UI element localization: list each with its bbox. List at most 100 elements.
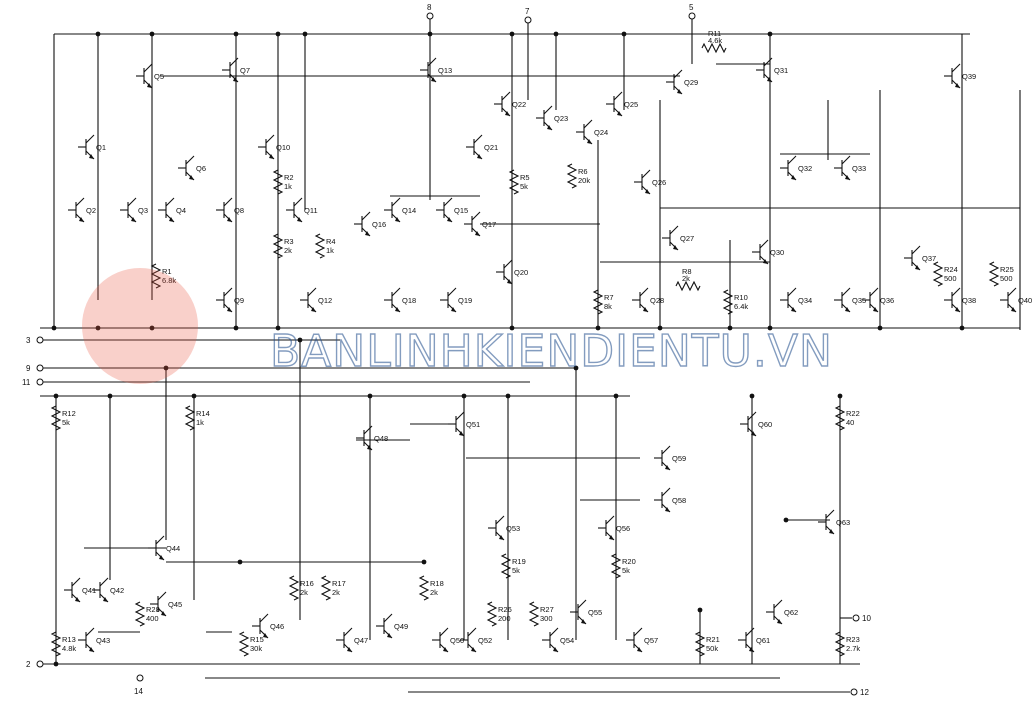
transistor-q52: Q52 <box>460 627 492 653</box>
transistor-label: Q16 <box>372 220 386 229</box>
transistor-q34: Q34 <box>780 287 812 313</box>
junction-dot <box>51 325 57 331</box>
transistor-q38: Q38 <box>944 287 976 313</box>
transistor-q49: Q49 <box>376 613 408 639</box>
pin-8-label: 8 <box>427 3 432 12</box>
junction-dot <box>427 31 433 37</box>
resistor-id: R19 <box>512 557 526 566</box>
resistor-id: R10 <box>734 293 748 302</box>
transistor-q36: Q36 <box>862 287 894 313</box>
junction-dot <box>509 325 515 331</box>
transistor-label: Q32 <box>798 164 812 173</box>
transistor-label: Q55 <box>588 608 602 617</box>
resistor-id: R23 <box>846 635 860 644</box>
junction-dot <box>553 31 559 37</box>
transistor-label: Q52 <box>478 636 492 645</box>
transistor-label: Q40 <box>1018 296 1032 305</box>
junction-dot <box>509 31 515 37</box>
transistor-q10: Q10 <box>258 134 290 160</box>
resistor-id: R16 <box>300 579 314 588</box>
transistor-q21: Q21 <box>466 134 498 160</box>
transistor-q22: Q22 <box>494 91 526 117</box>
transistor-q44: Q44 <box>148 535 180 561</box>
transistor-label: Q38 <box>962 296 976 305</box>
transistor-label: Q36 <box>880 296 894 305</box>
transistor-q60: Q60 <box>740 411 772 437</box>
pin-10-terminal <box>852 614 860 622</box>
transistor-q63: Q63 <box>818 509 850 535</box>
transistor-q59: Q59 <box>654 445 686 471</box>
transistor-label: Q2 <box>86 206 96 215</box>
transistor-q40: Q40 <box>1000 287 1032 313</box>
resistor-id: R12 <box>62 409 76 418</box>
junction-dot <box>107 393 113 399</box>
pin-3-terminal <box>36 336 44 344</box>
resistor-value: 1k <box>284 182 292 191</box>
resistor-id: R18 <box>430 579 444 588</box>
pin-10-label: 10 <box>862 614 871 623</box>
transistor-q17: Q17 <box>464 211 496 237</box>
transistor-label: Q50 <box>450 636 464 645</box>
resistor-id: R13 <box>62 635 76 644</box>
resistor-value: 50k <box>706 644 718 653</box>
transistor-q26: Q26 <box>634 169 666 195</box>
transistor-label: Q17 <box>482 220 496 229</box>
transistor-q5: Q5 <box>136 63 164 89</box>
resistor-value: 5k <box>520 182 528 191</box>
pin-12-terminal <box>850 688 858 696</box>
transistor-label: Q34 <box>798 296 812 305</box>
pin-3-label: 3 <box>26 336 31 345</box>
junction-dot <box>53 661 59 667</box>
resistor-value: 200 <box>498 614 511 623</box>
transistor-q18: Q18 <box>384 287 416 313</box>
transistor-label: Q18 <box>402 296 416 305</box>
transistor-q58: Q58 <box>654 487 686 513</box>
transistor-label: Q33 <box>852 164 866 173</box>
transistor-label: Q42 <box>110 586 124 595</box>
transistor-label: Q54 <box>560 636 574 645</box>
transistor-label: Q41 <box>82 586 96 595</box>
transistor-q19: Q19 <box>440 287 472 313</box>
transistor-q32: Q32 <box>780 155 812 181</box>
resistor-id: R6 <box>578 167 588 176</box>
transistor-q35: Q35 <box>834 287 866 313</box>
junction-dot <box>302 31 308 37</box>
junction-dot <box>621 31 627 37</box>
transistor-label: Q53 <box>506 524 520 533</box>
transistor-q24: Q24 <box>576 119 608 145</box>
junction-dot <box>233 31 239 37</box>
junction-dot <box>233 325 239 331</box>
junction-dot <box>505 393 511 399</box>
transistor-label: Q13 <box>438 66 452 75</box>
resistor-id: R7 <box>604 293 614 302</box>
transistor-label: Q62 <box>784 608 798 617</box>
watermark-text: BANLINHKIENDIENTU.VN <box>270 326 833 377</box>
resistor-value: 6.4k <box>734 302 748 311</box>
resistor-id: R5 <box>520 173 530 182</box>
resistor-id: R1 <box>162 267 172 276</box>
transistor-q47: Q47 <box>336 627 368 653</box>
transistor-q53: Q53 <box>488 515 520 541</box>
transistor-label: Q35 <box>852 296 866 305</box>
transistor-q28: Q28 <box>632 287 664 313</box>
resistor-value: 2k <box>682 274 690 283</box>
transistor-q14: Q14 <box>384 197 416 223</box>
resistor-value: 2k <box>430 588 438 597</box>
resistor-value: 2.7k <box>846 644 860 653</box>
resistor-value: 400 <box>146 614 159 623</box>
pin-9-label: 9 <box>26 364 31 373</box>
junction-dot <box>191 393 197 399</box>
